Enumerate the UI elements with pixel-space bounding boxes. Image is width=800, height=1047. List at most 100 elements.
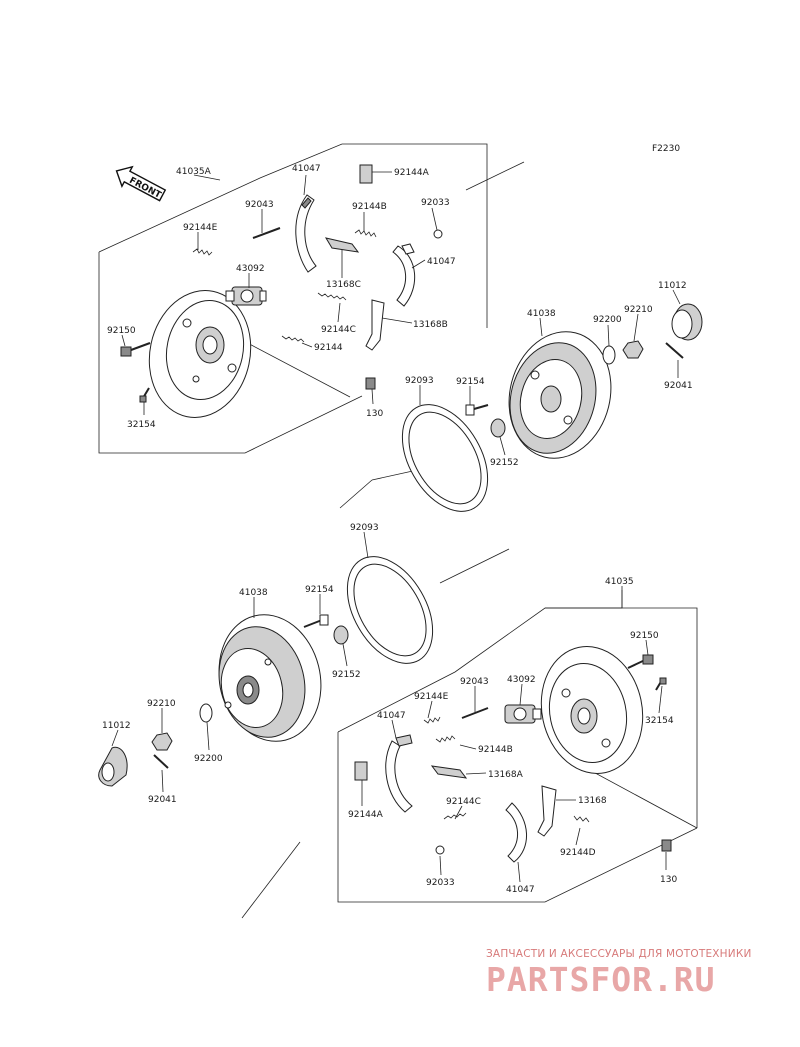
figure-code: F2230 xyxy=(652,144,680,154)
stud-92154-upper xyxy=(465,404,489,416)
cap-11012-upper xyxy=(671,303,703,341)
seal-92152-lower xyxy=(333,625,349,645)
wheel-cylinder-lower xyxy=(504,704,542,724)
label-32154: 32154 xyxy=(127,420,156,430)
clip-92033-lower xyxy=(435,845,445,855)
lever-13168b xyxy=(365,299,385,351)
nut-92210-lower xyxy=(151,732,173,751)
label-92144a-b: 92144A xyxy=(348,810,384,820)
label-92093-b: 92093 xyxy=(350,523,379,533)
label-13168: 13168 xyxy=(578,796,607,806)
label-92041-b: 92041 xyxy=(148,795,177,805)
front-arrow-icon: FRONT xyxy=(115,165,167,202)
stud-92154-lower xyxy=(303,614,329,628)
label-92144b: 92144B xyxy=(352,202,387,212)
o-ring-lower xyxy=(346,556,434,664)
label-92154: 92154 xyxy=(456,377,485,387)
bolt-92150-lower xyxy=(627,654,654,669)
cotter-pin-lower xyxy=(153,754,169,769)
nut-92210-upper xyxy=(622,340,644,359)
label-130: 130 xyxy=(366,409,383,419)
label-92033-b: 92033 xyxy=(426,878,455,888)
label-41047: 41047 xyxy=(292,164,321,174)
label-92210: 92210 xyxy=(624,305,653,315)
washer-92200-lower xyxy=(199,703,213,723)
lever-13168c xyxy=(324,237,360,253)
watermark-logo: PARTSFOR.RU xyxy=(486,960,716,999)
label-92152-b: 92152 xyxy=(332,670,361,680)
label-92144c-b: 92144C xyxy=(446,797,481,807)
label-41035a: 41035A xyxy=(176,167,212,177)
brake-panel-upper xyxy=(148,290,252,418)
label-43092-b: 43092 xyxy=(507,675,536,685)
brake-shoe-upper-1 xyxy=(295,194,317,273)
label-92144d: 92144D xyxy=(560,848,596,858)
label-92200: 92200 xyxy=(593,315,622,325)
brake-shoe-lower-2 xyxy=(505,802,527,863)
brake-shoe-upper-2 xyxy=(392,243,416,307)
label-92043: 92043 xyxy=(245,200,274,210)
label-92093: 92093 xyxy=(405,376,434,386)
label-92150-b: 92150 xyxy=(630,631,659,641)
cotter-pin-upper xyxy=(665,342,684,359)
spring-92144c-upper xyxy=(317,292,347,301)
washer-92200-upper xyxy=(602,345,616,365)
leader-lines xyxy=(111,171,681,883)
seal-92152-upper xyxy=(490,418,506,438)
screw-32154-upper xyxy=(139,387,150,403)
spring-92144e-lower xyxy=(423,716,441,724)
label-92033: 92033 xyxy=(421,198,450,208)
label-41038: 41038 xyxy=(527,309,556,319)
label-92154-b: 92154 xyxy=(305,585,334,595)
brake-drum-upper xyxy=(508,331,612,459)
label-43092: 43092 xyxy=(236,264,265,274)
label-11012-b: 11012 xyxy=(102,721,131,731)
label-41038-b: 41038 xyxy=(239,588,268,598)
label-41035: 41035 xyxy=(605,577,634,587)
label-92150: 92150 xyxy=(107,326,136,336)
cap-11012-lower xyxy=(98,746,128,787)
bolt-130-upper xyxy=(365,377,376,390)
spring-92144b-lower xyxy=(435,735,456,743)
brake-shoe-lower-1 xyxy=(385,734,413,813)
spring-92144-upper xyxy=(281,335,305,343)
bolt-92150-upper xyxy=(120,342,151,357)
label-130-b: 130 xyxy=(660,875,677,885)
label-41047-b: 41047 xyxy=(427,257,456,267)
clip-92033-upper xyxy=(433,229,443,239)
label-92144c: 92144C xyxy=(321,325,356,335)
label-13168a: 13168A xyxy=(488,770,524,780)
pin-upper xyxy=(252,227,281,239)
label-92144e: 92144E xyxy=(183,223,218,233)
spring-92144b-upper xyxy=(354,229,377,238)
bolt-130-lower xyxy=(661,839,672,852)
label-92152: 92152 xyxy=(490,458,519,468)
wheel-cylinder-upper xyxy=(225,286,267,306)
label-92144e-b: 92144E xyxy=(414,692,449,702)
watermark-subtitle: ЗАПЧАСТИ И АКСЕССУАРЫ ДЛЯ МОТОТЕХНИКИ xyxy=(486,948,752,960)
label-11012: 11012 xyxy=(658,281,687,291)
spring-92144d-lower xyxy=(573,815,590,823)
spring-92144e-upper xyxy=(192,248,213,256)
pin-lower xyxy=(461,707,489,719)
label-32154-b: 32154 xyxy=(645,716,674,726)
screw-32154-lower xyxy=(655,677,667,691)
label-92144a: 92144A xyxy=(394,168,430,178)
label-41047-d: 41047 xyxy=(506,885,535,895)
lever-13168a xyxy=(430,765,468,779)
label-41047-c: 41047 xyxy=(377,711,406,721)
label-13168b: 13168B xyxy=(413,320,448,330)
spring-clip-upper xyxy=(359,164,373,184)
label-13168c: 13168C xyxy=(326,280,361,290)
spring-92144c-lower xyxy=(443,812,467,820)
label-92041: 92041 xyxy=(664,381,693,391)
label-92144: 92144 xyxy=(314,343,343,353)
part-labels: 41035A 41047 92144A 92043 92144E 92144B … xyxy=(102,164,693,895)
label-92144b-b: 92144B xyxy=(478,745,513,755)
spring-clip-lower xyxy=(354,761,368,781)
lever-13168 xyxy=(537,785,557,837)
brake-panel-lower xyxy=(540,646,644,774)
label-92043-b: 92043 xyxy=(460,677,489,687)
brake-drum-lower xyxy=(218,614,322,742)
